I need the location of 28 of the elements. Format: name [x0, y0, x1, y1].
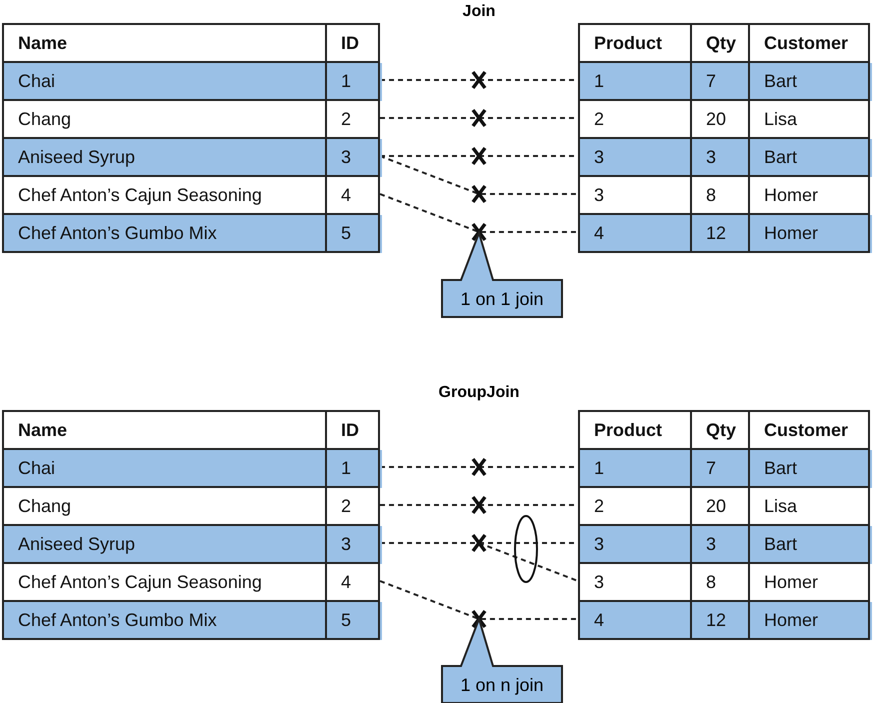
table-row: [580, 215, 872, 253]
table-cell: 4: [578, 213, 692, 253]
table-row: [580, 63, 872, 101]
callout-text: 1 on 1 join: [459, 288, 545, 311]
table-row: [580, 450, 872, 488]
table-row: [580, 139, 872, 177]
table-row: [4, 526, 382, 564]
callout-bubble: [441, 618, 563, 703]
table-cell: Homer: [748, 213, 870, 253]
table-row: [4, 450, 382, 488]
table-row: [4, 139, 382, 177]
callout-bubble: [441, 232, 563, 318]
table-row: [580, 602, 872, 640]
table-cell: 5: [325, 213, 380, 253]
table-cell: Chef Anton’s Gumbo Mix: [2, 213, 327, 253]
table-row: [4, 215, 382, 253]
table-cell: 5: [325, 600, 380, 640]
join-line: [380, 193, 578, 233]
table-row: [580, 526, 872, 564]
table-cell: 4: [578, 600, 692, 640]
table-row: [4, 602, 382, 640]
section-title: Join: [462, 3, 496, 21]
callout-text: 1 on n join: [459, 674, 545, 697]
join-line: [380, 580, 578, 620]
table-cell: Homer: [748, 600, 870, 640]
table-row: [4, 63, 382, 101]
table-cell: Chef Anton’s Gumbo Mix: [2, 600, 327, 640]
section-title: GroupJoin: [438, 384, 520, 402]
